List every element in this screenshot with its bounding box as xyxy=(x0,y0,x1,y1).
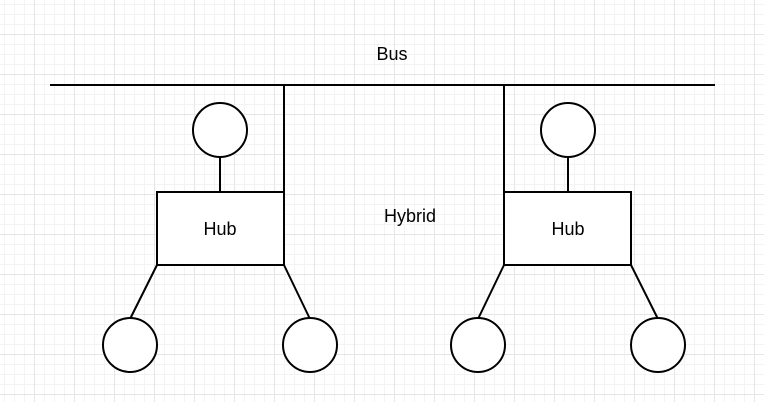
left-top-node xyxy=(192,102,248,158)
left-bottom-right-link xyxy=(283,264,311,320)
right-hub-group: Hub xyxy=(450,85,686,373)
left-bottom-right-node xyxy=(282,317,338,373)
left-bottom-left-node xyxy=(102,317,158,373)
left-bottom-left-link xyxy=(129,264,158,320)
left-hub-box xyxy=(156,191,285,266)
hybrid-label: Hybrid xyxy=(384,206,436,226)
right-bottom-left-node xyxy=(450,317,506,373)
right-hub-box xyxy=(503,191,632,266)
left-hub-group: Hub xyxy=(102,85,338,373)
right-hub-label: Hub xyxy=(551,219,584,239)
right-bottom-right-node xyxy=(630,317,686,373)
left-hub-label: Hub xyxy=(203,219,236,239)
right-top-node xyxy=(540,102,596,158)
bus-label: Bus xyxy=(376,44,407,64)
right-bottom-left-link xyxy=(477,264,505,320)
right-bottom-right-link xyxy=(630,264,659,320)
